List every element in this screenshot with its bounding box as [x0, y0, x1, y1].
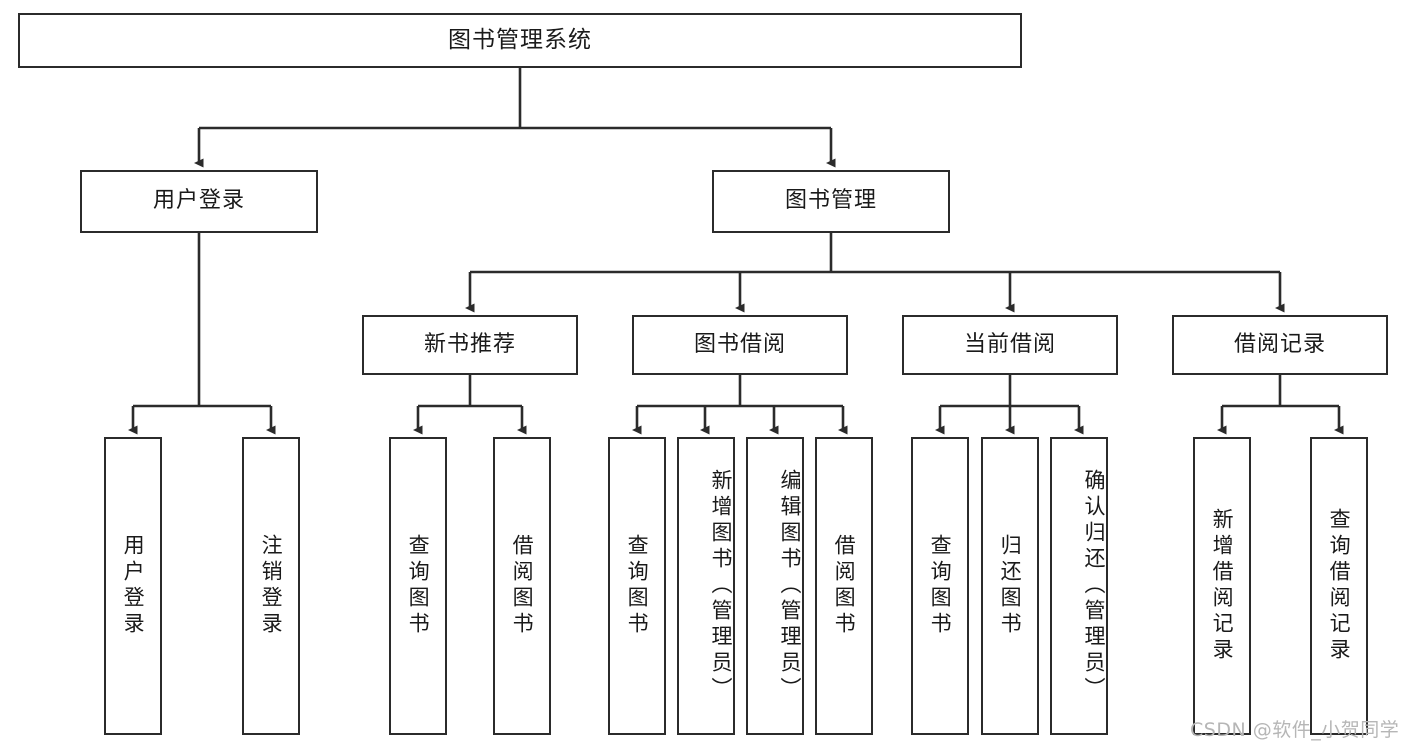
- leaf-confirm-return-label: 确认归还（管理员）: [1082, 469, 1106, 703]
- node-book-borrow[interactable]: 图书借阅: [632, 315, 848, 375]
- node-book-borrow-label: 图书借阅: [693, 331, 786, 357]
- leaf-return-book[interactable]: 归还图书: [981, 437, 1039, 735]
- node-borrow-record[interactable]: 借阅记录: [1172, 315, 1388, 375]
- node-book-manage-label: 图书管理: [784, 188, 877, 214]
- node-root-label: 图书管理系统: [448, 26, 592, 53]
- node-new-book-recommend[interactable]: 新书推荐: [362, 315, 578, 375]
- leaf-add-record[interactable]: 新增借阅记录: [1193, 437, 1251, 735]
- node-current-borrow[interactable]: 当前借阅: [902, 315, 1118, 375]
- leaf-borrow-book-2[interactable]: 借阅图书: [815, 437, 873, 735]
- node-book-manage[interactable]: 图书管理: [712, 170, 950, 233]
- leaf-query-book-2-label: 查询图书: [625, 534, 650, 638]
- leaf-query-book-1-label: 查询图书: [406, 534, 431, 638]
- leaf-borrow-book-1-label: 借阅图书: [510, 534, 535, 638]
- leaf-add-book-label: 新增图书（管理员）: [709, 469, 733, 703]
- leaf-add-record-label: 新增借阅记录: [1210, 508, 1235, 664]
- leaf-edit-book-label: 编辑图书（管理员）: [778, 469, 802, 703]
- node-user-login-label: 用户登录: [152, 188, 245, 214]
- node-user-login[interactable]: 用户登录: [80, 170, 318, 233]
- leaf-user-login-label: 用户登录: [121, 534, 146, 638]
- leaf-logout-login-label: 注销登录: [259, 534, 284, 638]
- node-current-borrow-label: 当前借阅: [963, 331, 1056, 357]
- leaf-borrow-book-1[interactable]: 借阅图书: [493, 437, 551, 735]
- leaf-logout-login[interactable]: 注销登录: [242, 437, 300, 735]
- leaf-return-book-label: 归还图书: [998, 534, 1023, 638]
- leaf-edit-book[interactable]: 编辑图书（管理员）: [746, 437, 804, 735]
- node-new-book-recommend-label: 新书推荐: [423, 331, 516, 357]
- leaf-query-book-3-label: 查询图书: [928, 534, 953, 638]
- leaf-query-record-label: 查询借阅记录: [1327, 508, 1352, 664]
- leaf-borrow-book-2-label: 借阅图书: [832, 534, 857, 638]
- csdn-watermark: CSDN @软件_小贺同学: [1190, 719, 1400, 741]
- leaf-query-book-2[interactable]: 查询图书: [608, 437, 666, 735]
- leaf-query-book-3[interactable]: 查询图书: [911, 437, 969, 735]
- leaf-confirm-return[interactable]: 确认归还（管理员）: [1050, 437, 1108, 735]
- leaf-user-login[interactable]: 用户登录: [104, 437, 162, 735]
- node-borrow-record-label: 借阅记录: [1233, 331, 1326, 357]
- leaf-query-book-1[interactable]: 查询图书: [389, 437, 447, 735]
- leaf-add-book[interactable]: 新增图书（管理员）: [677, 437, 735, 735]
- node-root[interactable]: 图书管理系统: [18, 13, 1022, 68]
- leaf-query-record[interactable]: 查询借阅记录: [1310, 437, 1368, 735]
